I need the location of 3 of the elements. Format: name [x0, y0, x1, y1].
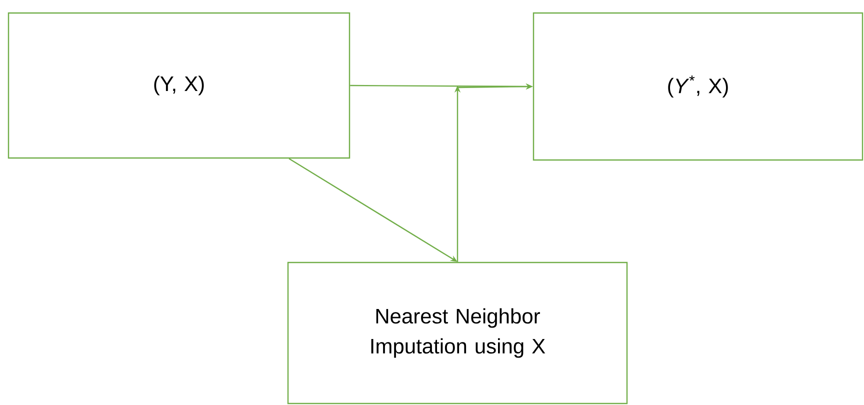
process-box: Nearest Neighbor Imputation using X — [287, 262, 628, 404]
process-box: (Y$^{*}$, X) — [532, 12, 864, 161]
process-box: (Y, X) — [8, 12, 350, 159]
